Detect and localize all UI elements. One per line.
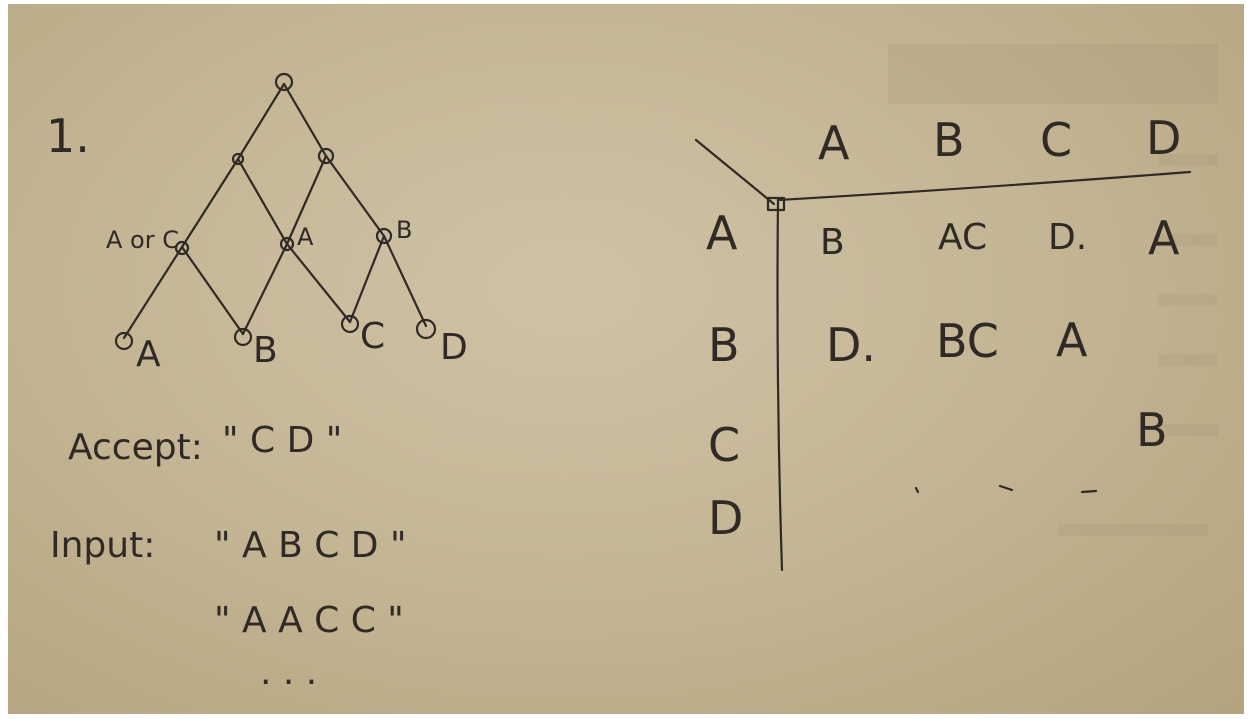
input-ellipsis: . . . (260, 652, 317, 693)
handwritten-photo: 1. A or (8, 4, 1244, 714)
table-cell: B (1136, 403, 1168, 457)
row-header: A (706, 206, 738, 260)
lattice-node-bottom (233, 327, 253, 347)
table-cell: AC (938, 217, 987, 258)
stray-mark (914, 486, 920, 494)
table-row-line (776, 198, 784, 572)
lattice-node (279, 236, 295, 252)
input-label: Input: (50, 525, 155, 566)
accept-label: Accept: (68, 427, 203, 468)
table-header-line (776, 170, 1192, 202)
bleed-through (888, 44, 1218, 536)
table-cell: D. (826, 318, 876, 372)
lattice-leaf-label: B (253, 330, 278, 371)
lattice-edge (180, 245, 245, 336)
col-header: C (1040, 113, 1072, 167)
lattice-edge (180, 157, 240, 249)
stray-mark (998, 484, 1014, 492)
table-corner-box (766, 196, 786, 212)
lattice-edge (236, 82, 286, 161)
col-header: A (818, 116, 850, 170)
problem-number: 1. (46, 109, 90, 163)
lattice-node (231, 152, 245, 166)
lattice-diagram: A or C A B A B C D (106, 72, 468, 375)
lattice-edge (122, 245, 184, 340)
lattice-edge (285, 242, 352, 324)
row-header: D (708, 491, 743, 545)
lattice-node (317, 147, 335, 165)
lattice-leaf-label: A (136, 334, 161, 375)
lattice-leaf-label: D (440, 327, 468, 368)
lattice-label-left: A or C (106, 226, 179, 254)
lattice-edge (282, 82, 328, 158)
transition-table: A B C D A B C D B AC D. A D. BC A B (694, 111, 1192, 572)
lattice-edge (241, 242, 289, 336)
lattice-node (174, 240, 190, 256)
lattice-edge (382, 234, 428, 328)
lattice-node-bottom (114, 331, 134, 351)
lattice-node (375, 227, 393, 245)
lattice-edge (236, 157, 289, 246)
table-cell: A (1056, 313, 1088, 367)
table-cell: B (820, 222, 845, 263)
lattice-label-center: A (297, 223, 314, 251)
accept-value: " C D " (222, 420, 342, 461)
lattice-label-right: B (396, 216, 412, 244)
table-cell: BC (936, 314, 999, 368)
lattice-node-bottom (340, 314, 360, 334)
col-header: B (933, 113, 965, 167)
lattice-edge (348, 234, 386, 324)
lattice-node-bottom (415, 318, 437, 340)
lattice-edge (324, 154, 386, 238)
input-value: " A B C D " (214, 525, 407, 566)
row-header: C (708, 418, 740, 472)
lattice-edge (285, 154, 328, 246)
table-corner-stroke (694, 138, 776, 206)
drawing-canvas: 1. A or (46, 44, 1218, 693)
stray-mark (1080, 489, 1098, 494)
table-cell: D. (1048, 217, 1087, 258)
col-header: D (1146, 111, 1181, 165)
row-header: B (708, 318, 740, 372)
lattice-node-top (274, 72, 294, 92)
table-cell: A (1148, 211, 1180, 265)
input-value: " A A C C " (214, 600, 404, 641)
lattice-leaf-label: C (360, 316, 385, 357)
